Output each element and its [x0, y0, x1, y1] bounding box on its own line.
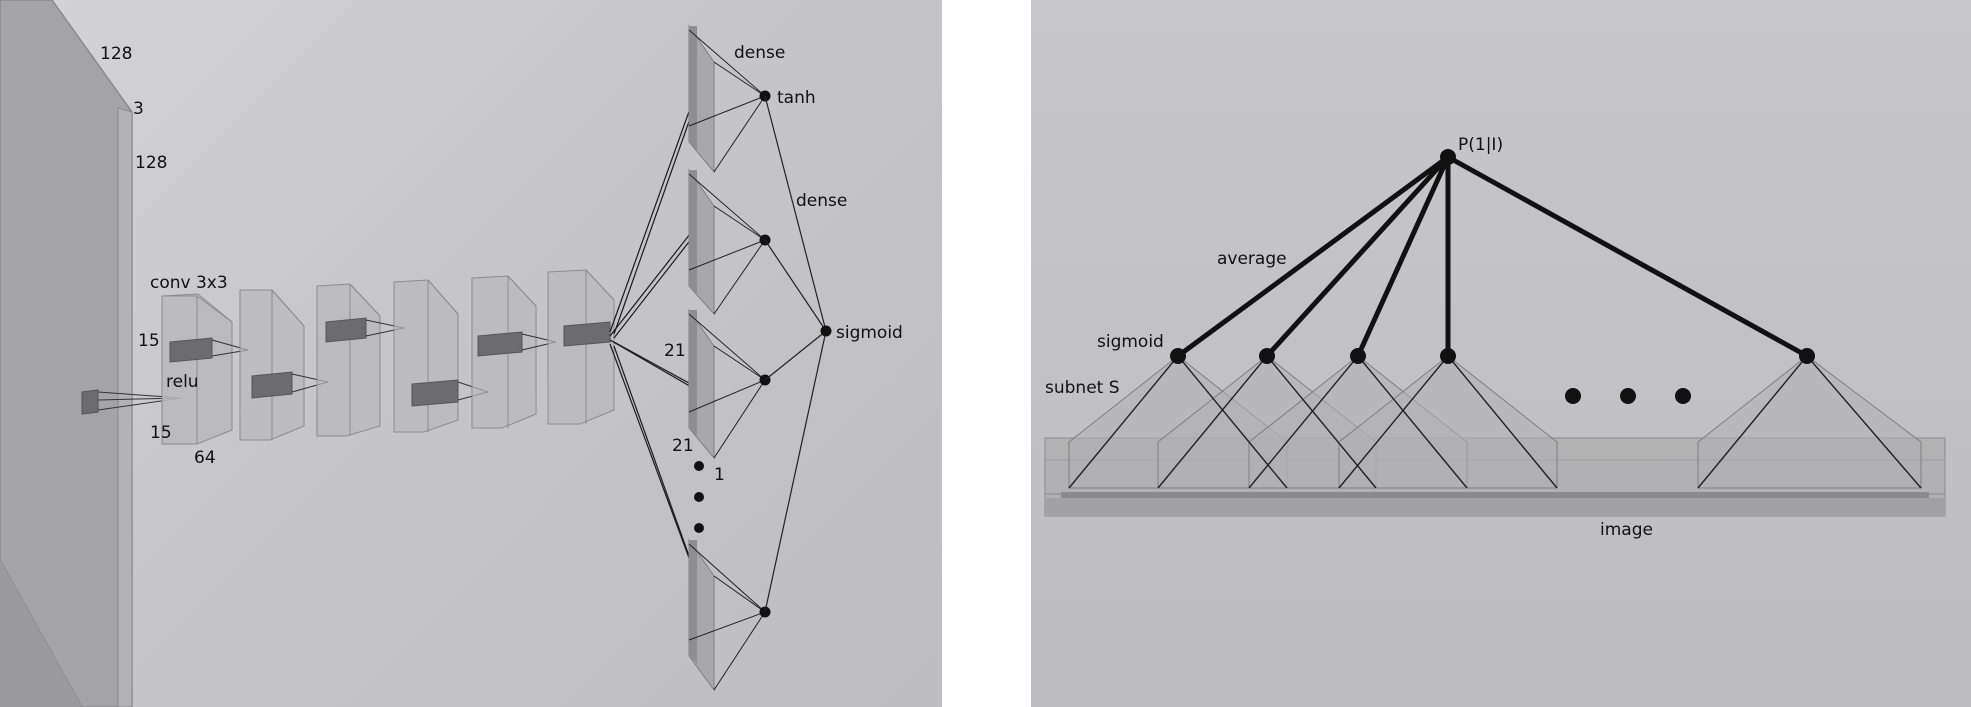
branch-3: [688, 308, 766, 460]
dense-label-mid: dense: [796, 191, 847, 211]
subnet-averaging-svg: P(1|I) average sigmoid subnet S image: [1044, 135, 1946, 540]
conv-block-4: [393, 279, 489, 433]
sigmoid-label: sigmoid: [836, 323, 903, 343]
subnet-label: subnet S: [1045, 378, 1120, 398]
conv-block-3: [316, 283, 405, 437]
ellipsis-dot-2: [694, 492, 704, 502]
input-dim-channels: 3: [133, 99, 144, 119]
tanh-label: tanh: [777, 88, 816, 108]
ellipsis-dot-1: [694, 461, 704, 471]
kernel-dim-top: 15: [138, 331, 160, 351]
dim-1: 1: [714, 465, 725, 485]
branch-4: [688, 538, 766, 692]
input-dim-width: 128: [100, 44, 132, 64]
kernel-dim-bottom: 15: [150, 423, 172, 443]
input-volume: [0, 0, 133, 707]
ellipsis-dot-3: [1675, 388, 1691, 404]
sigmoid-node-1: [1170, 348, 1186, 364]
sigmoid-node: [820, 325, 832, 337]
depth-label: 64: [194, 448, 216, 468]
cnn-architecture-diagram: 128 3 128: [0, 0, 942, 707]
ellipsis-dot-2: [1620, 388, 1636, 404]
output-label: P(1|I): [1458, 135, 1503, 155]
branch-1: [688, 24, 766, 174]
ellipsis-dot-1: [1565, 388, 1581, 404]
conv-label: conv 3x3: [150, 273, 228, 293]
sigmoid-label: sigmoid: [1097, 332, 1164, 352]
sigmoid-node-4: [1440, 348, 1456, 364]
dense-to-sigmoid: [764, 95, 827, 613]
cnn-architecture-svg: 128 3 128: [0, 0, 903, 707]
sigmoid-node-3: [1350, 348, 1366, 364]
sigmoid-node-2: [1259, 348, 1275, 364]
subnet-averaging-diagram: P(1|I) average sigmoid subnet S image: [1031, 0, 1971, 707]
conv-block-1: [161, 293, 249, 445]
branch-2: [688, 168, 766, 316]
output-node: [1440, 149, 1456, 165]
subnet-edges: [1068, 355, 1922, 489]
average-label: average: [1217, 249, 1287, 269]
image-label: image: [1600, 520, 1653, 540]
dense-label-top: dense: [734, 43, 785, 63]
conv-block-2: [239, 289, 329, 441]
input-dim-height: 128: [135, 153, 167, 173]
relu-label: relu: [166, 372, 199, 392]
dim-21-a: 21: [664, 341, 686, 361]
ellipsis-dot-3: [694, 523, 704, 533]
subnet-pyramids: [1068, 355, 1922, 489]
sigmoid-node-5: [1799, 348, 1815, 364]
fan-out-connections: [609, 91, 701, 571]
average-edges: [1176, 154, 1809, 359]
dim-21-b: 21: [672, 436, 694, 456]
conv-block-5: [471, 275, 557, 429]
conv-block-6: [547, 269, 615, 425]
